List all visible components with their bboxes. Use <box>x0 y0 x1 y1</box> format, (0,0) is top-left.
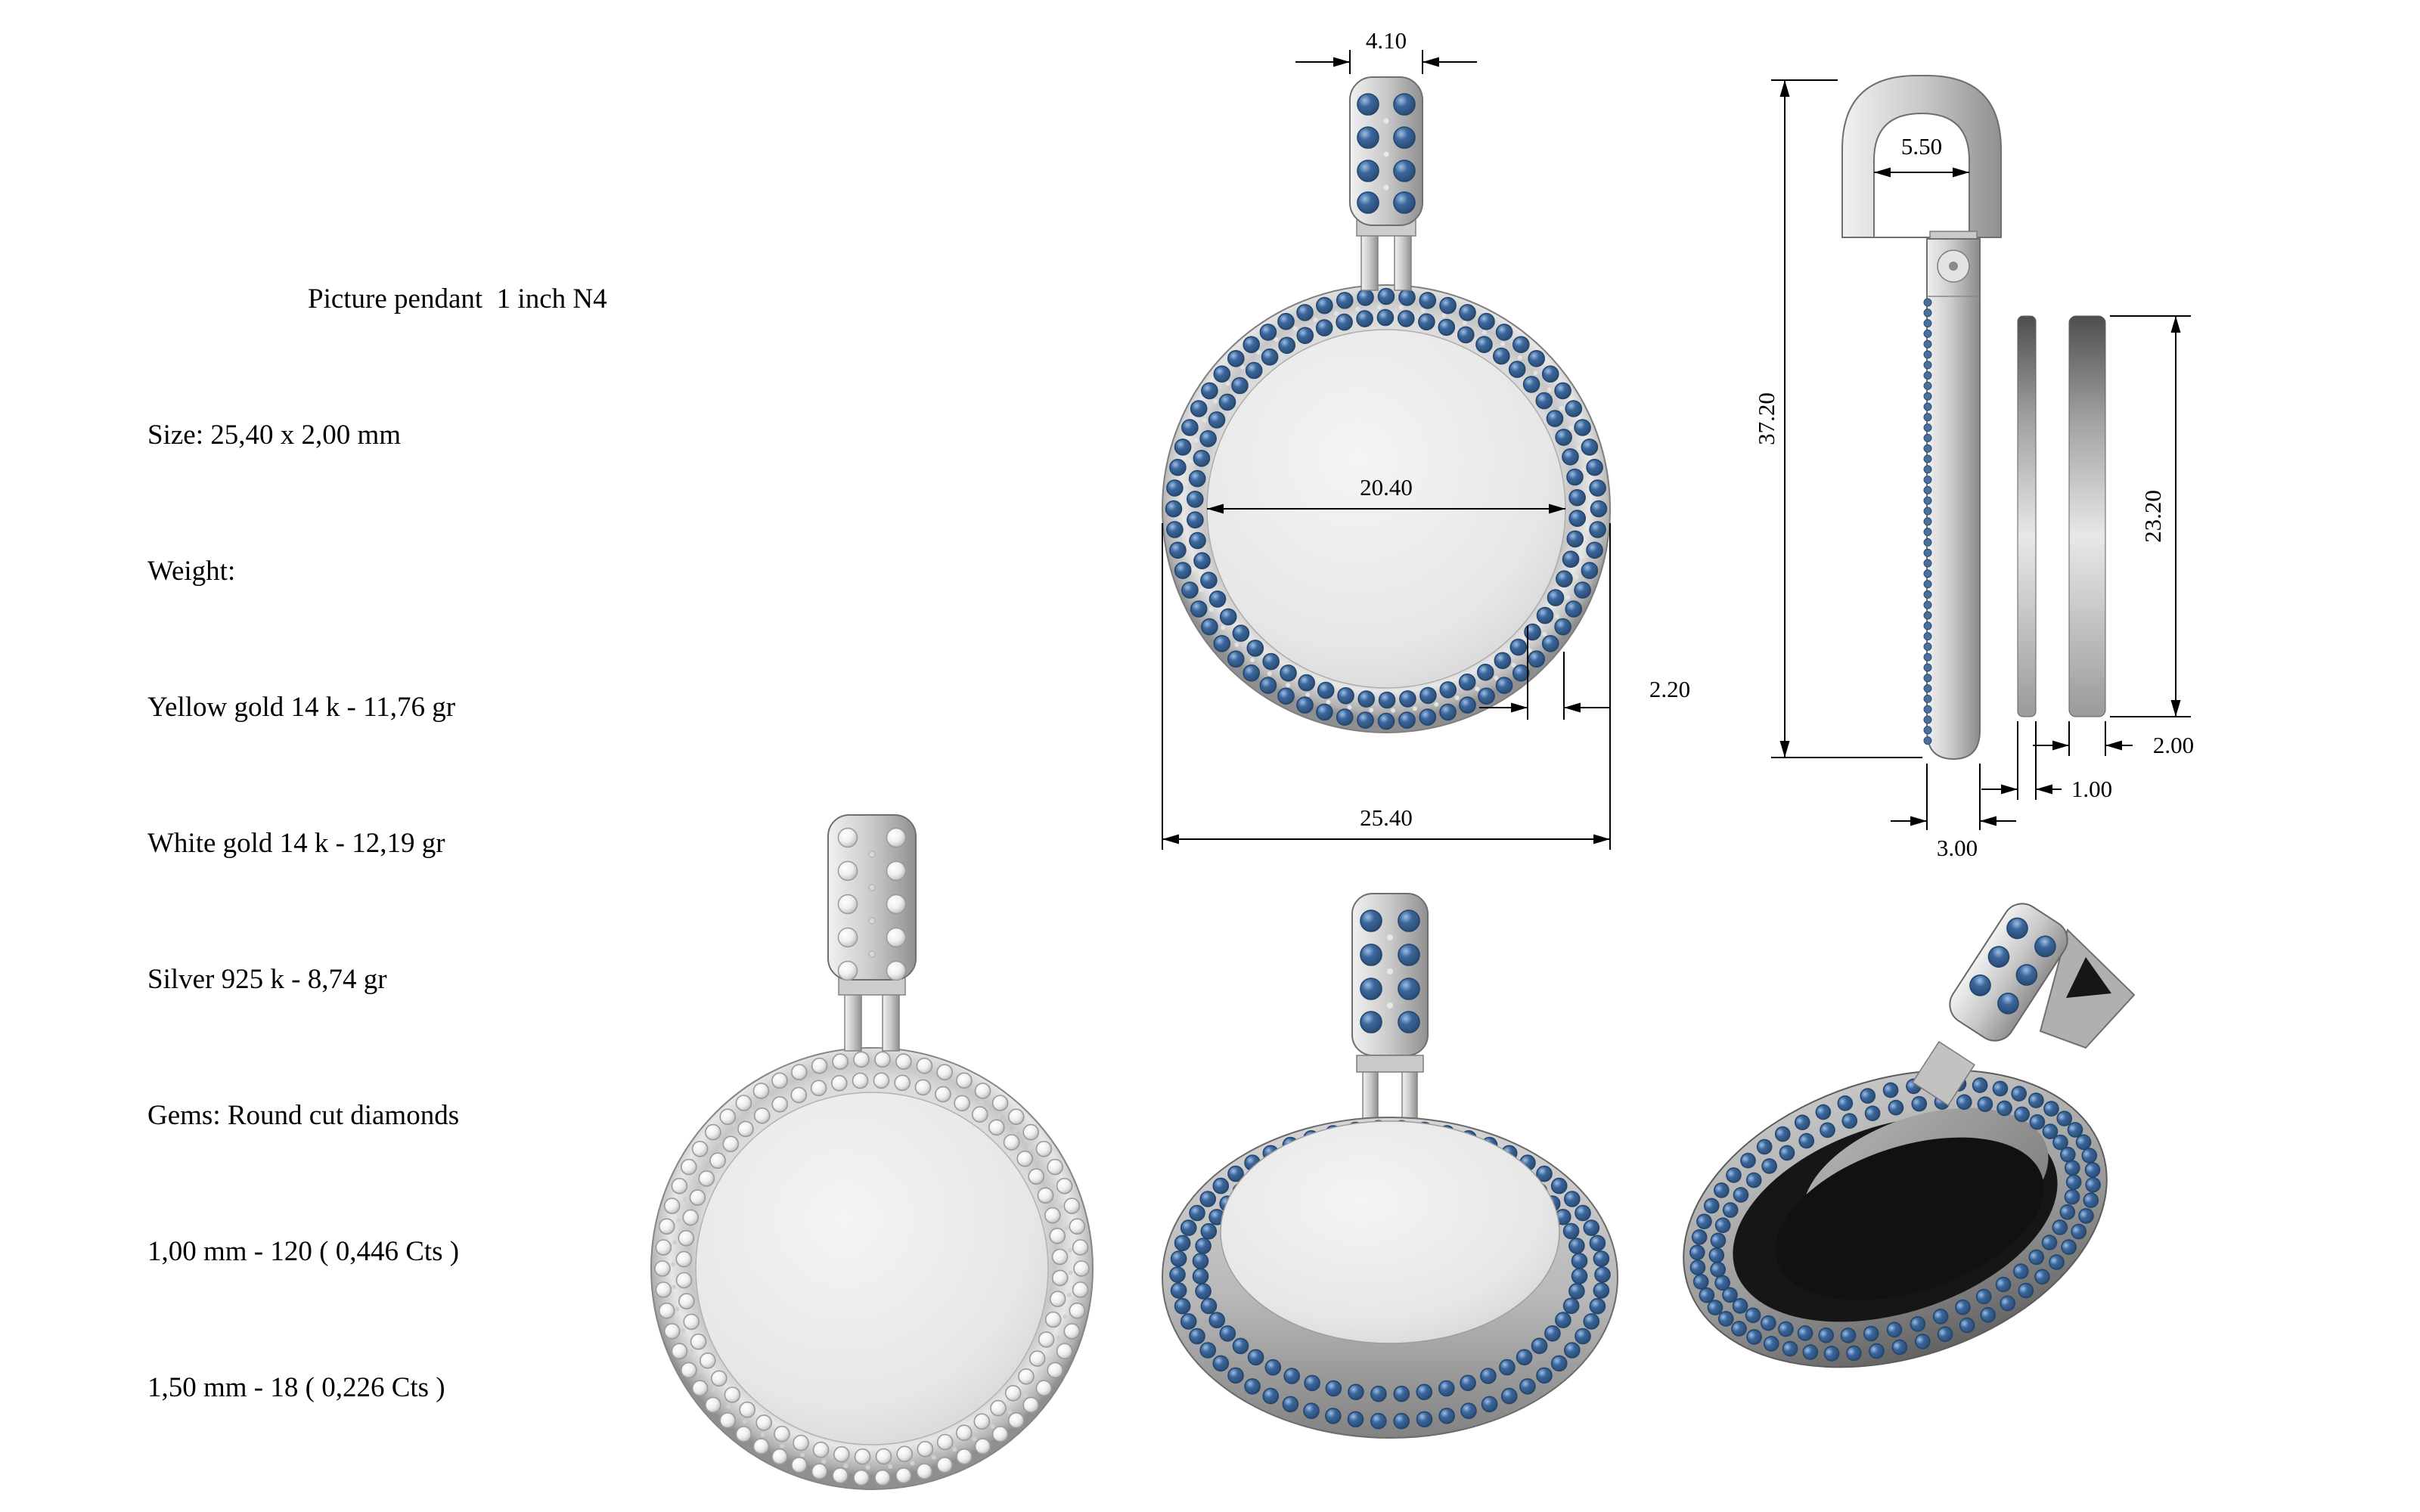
spec-yellow-gold: Yellow gold 14 k - 11,76 gr <box>147 692 456 723</box>
dim-plate-height: 23.20 <box>2139 490 2166 543</box>
spec-weight-header: Weight: <box>147 556 236 587</box>
dim-total-height: 37.20 <box>1753 392 1779 445</box>
dim-rim-width: 2.20 <box>1649 676 1691 702</box>
dim-outer-diameter: 25.40 <box>1360 804 1413 831</box>
spec-gems-large: 1,50 mm - 18 ( 0,226 Cts ) <box>147 1372 445 1403</box>
dim-back-thickness: 2.00 <box>2152 732 2195 758</box>
dim-inner-diameter: 20.40 <box>1360 474 1413 500</box>
spec-gems-small: 1,00 mm - 120 ( 0,446 Cts ) <box>147 1236 460 1267</box>
spec-silver: Silver 925 k - 8,74 gr <box>147 964 387 995</box>
tilted-view <box>1683 903 2136 1368</box>
dim-bail-width: 4.10 <box>1365 27 1407 54</box>
spec-white-gold: White gold 14 k - 12,19 gr <box>147 828 445 859</box>
spec-block: Picture pendant 1 inch N4 Size: 25,40 x … <box>147 186 607 1501</box>
side-view <box>1841 75 2106 761</box>
perspective-view <box>1162 893 1618 1439</box>
dim-mid-thickness: 1.00 <box>2071 776 2113 802</box>
front-view-metal <box>650 814 1094 1490</box>
drawing-title: Picture pendant 1 inch N4 <box>308 284 607 314</box>
dim-bail-inner: 5.50 <box>1900 133 1943 160</box>
front-view <box>1162 76 1611 733</box>
spec-gems: Gems: Round cut diamonds <box>147 1100 460 1131</box>
dim-side-thickness: 3.00 <box>1936 835 1978 861</box>
spec-size: Size: 25,40 x 2,00 mm <box>147 420 402 451</box>
dimension-lines <box>1162 50 2191 850</box>
